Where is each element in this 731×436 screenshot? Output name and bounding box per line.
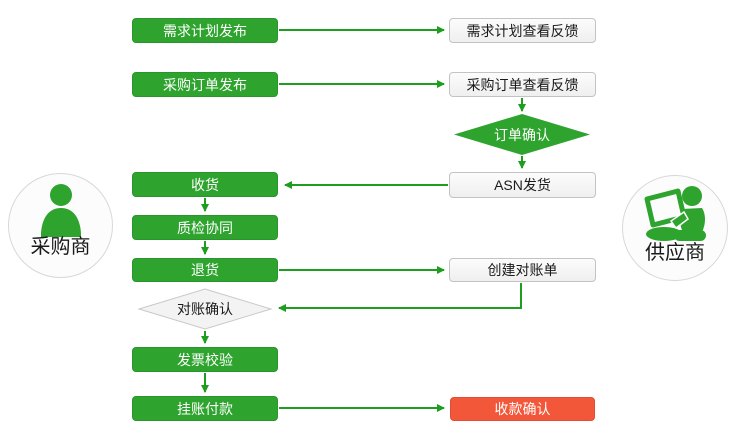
flow-node-purchase-order-publish: 采购订单发布 — [132, 72, 278, 97]
flow-node-book-payment: 挂账付款 — [132, 396, 278, 421]
flow-node-demand-plan-feedback: 需求计划查看反馈 — [449, 18, 596, 43]
buyer-person-icon — [40, 184, 81, 237]
flow-node-reconciliation-confirm: 对账确认 — [138, 288, 272, 330]
flow-node-quality-collab: 质检协同 — [132, 215, 278, 240]
diamond-label: 订单确认 — [494, 126, 550, 143]
flow-node-purchase-order-feedback: 采购订单查看反馈 — [449, 72, 596, 97]
flow-node-order-confirm: 订单确认 — [454, 114, 590, 155]
diamond-shape — [454, 114, 590, 155]
diamond-label: 对账确认 — [177, 301, 233, 317]
diamond-shape — [138, 288, 272, 330]
flow-node-demand-plan-publish: 需求计划发布 — [132, 18, 278, 43]
flow-node-receive-goods: 收货 — [132, 172, 278, 197]
flow-node-invoice-verify: 发票校验 — [132, 347, 278, 372]
flow-node-asn-ship: ASN发货 — [449, 172, 596, 198]
actor-supplier: 供应商 — [622, 175, 728, 281]
actor-buyer-label: 采购商 — [30, 236, 91, 258]
supplier-person-laptop-icon — [644, 186, 706, 241]
flow-node-receipt-confirm: 收款确认 — [450, 397, 595, 421]
actor-supplier-label: 供应商 — [645, 242, 705, 264]
actor-buyer: 采购商 — [8, 173, 113, 278]
flow-node-create-statement: 创建对账单 — [449, 258, 596, 282]
flow-node-return-goods: 退货 — [132, 258, 278, 282]
